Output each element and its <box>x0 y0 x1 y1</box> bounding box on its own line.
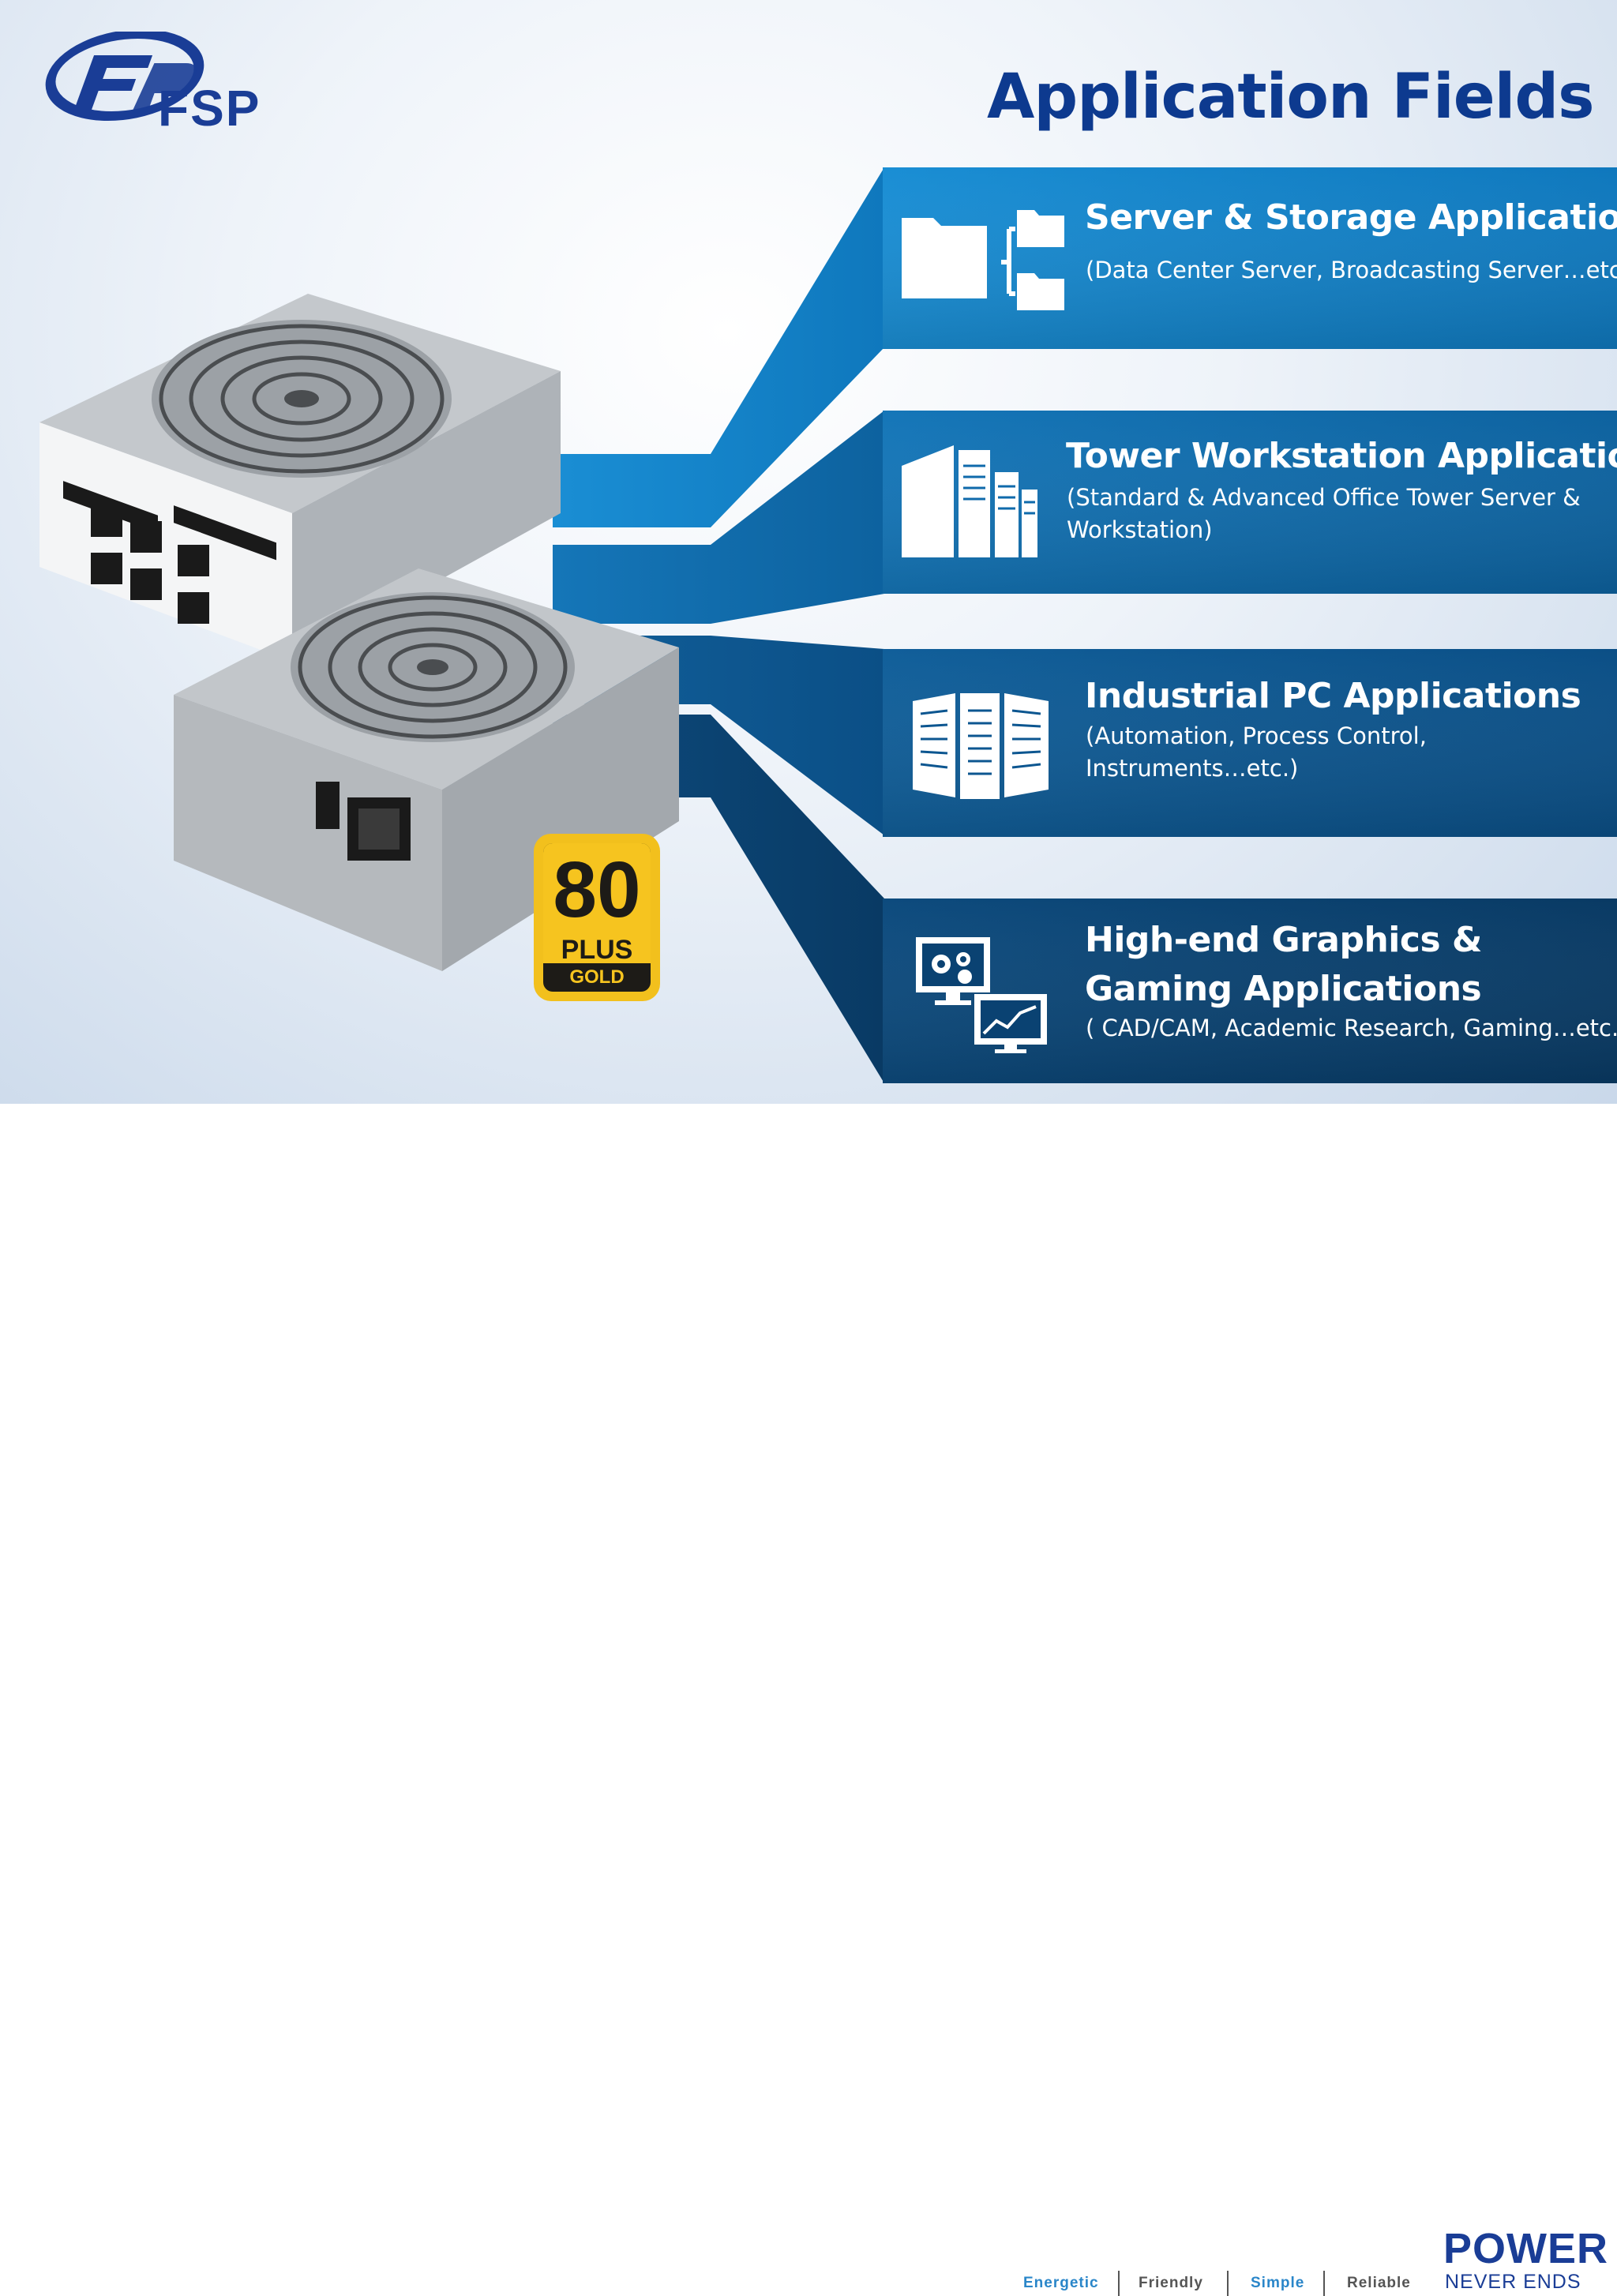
badge-number: 80 <box>543 843 651 936</box>
field-subtitle-industrial-pc: (Automation, Process Control, Instrument… <box>1086 722 1427 782</box>
psu-front-illustration <box>174 568 679 971</box>
field-title-graphics-gaming: High-end Graphics & Gaming Applications <box>1085 920 1482 1009</box>
band-connector-2 <box>553 411 884 624</box>
fsp-logo-icon <box>45 32 204 121</box>
folder-tree-icon <box>902 210 1064 310</box>
server-rack-icon <box>913 693 1049 799</box>
page-title: Application Fields <box>987 62 1595 133</box>
tagline-separator <box>1323 2271 1325 2296</box>
tagline-reliable: Reliable <box>1347 2275 1411 2291</box>
psu-back-illustration <box>39 294 561 662</box>
field-subtitle-server-storage: (Data Center Server, Broadcasting Server… <box>1086 257 1617 283</box>
badge-grade: GOLD <box>569 966 625 988</box>
field-title-industrial-pc: Industrial PC Applications <box>1085 676 1581 716</box>
band-connector-1 <box>553 167 884 527</box>
tagline-friendly: Friendly <box>1139 2275 1203 2291</box>
field-subtitle-graphics-gaming: ( CAD/CAM, Academic Research, Gaming…etc… <box>1086 1015 1617 1041</box>
tagline-separator <box>1227 2271 1229 2296</box>
logo-text: FSP <box>158 80 261 137</box>
field-title-tower-workstation: Tower Workstation Applications <box>1066 436 1617 476</box>
graphics-monitors-icon <box>916 937 1047 1053</box>
field-subtitle-tower-workstation: (Standard & Advanced Office Tower Server… <box>1067 484 1581 543</box>
power-wordmark: POWER <box>1443 2225 1609 2272</box>
tagline-energetic: Energetic <box>1023 2275 1099 2291</box>
badge-plus: PLUS <box>543 936 651 963</box>
tagline-simple: Simple <box>1251 2275 1305 2291</box>
application-bands <box>39 167 1617 1083</box>
footer: Energetic Friendly Simple Reliable POWER… <box>0 1104 1617 2296</box>
server-tower-icon <box>902 445 1037 557</box>
never-ends-wordmark: NEVER ENDS <box>1445 2271 1581 2293</box>
80-plus-gold-badge: 80 PLUS GOLD <box>534 834 660 1001</box>
slide: FSP Application Fields <box>0 0 1617 1104</box>
tagline-separator <box>1118 2271 1120 2296</box>
field-title-server-storage: Server & Storage Applications <box>1085 197 1617 238</box>
